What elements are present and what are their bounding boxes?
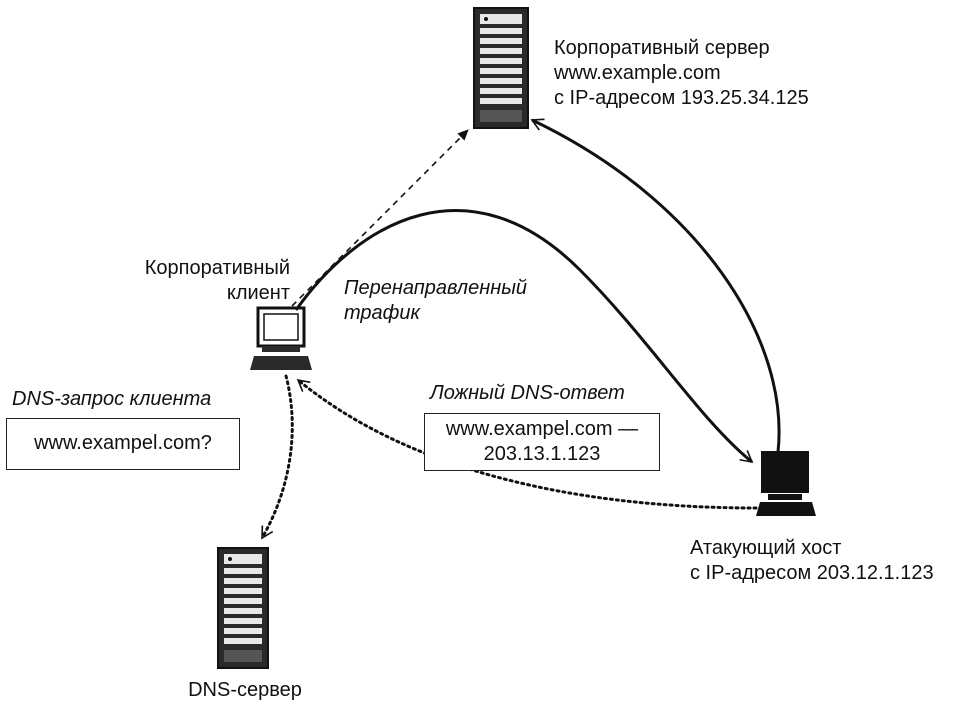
attacker-to-server-arrow <box>530 118 781 453</box>
corporate-server-icon <box>473 7 529 129</box>
fake-dns-response-box: www.exampel.com — 203.13.1.123 <box>424 413 660 471</box>
dns-server-icon <box>217 547 269 669</box>
corporate-client-label: Корпоративный клиент <box>110 256 290 306</box>
corporate-server-label: Корпоративный сервер www.example.com с I… <box>554 36 809 111</box>
attacker-computer-icon <box>756 451 816 516</box>
redirected-traffic-label: Перенаправленный трафик <box>344 276 527 326</box>
redirected-traffic-line1: Перенаправленный <box>344 277 528 299</box>
corporate-server-name: Корпоративный сервер <box>554 37 770 59</box>
intended-traffic-line <box>291 129 469 307</box>
dns-query-title: DNS-запрос клиента <box>12 388 212 410</box>
redirected-traffic-arrow <box>294 209 754 464</box>
attacker-line2: с IP-адресом 203.12.1.123 <box>690 562 934 584</box>
fake-dns-response-line1: www.exampel.com — <box>445 418 639 440</box>
attacker-line1: Атакующий хост <box>690 537 842 559</box>
corporate-server-domain: www.example.com <box>554 62 721 84</box>
dns-query-arrow <box>260 374 294 540</box>
corporate-client-line1: Корпоративный <box>144 257 290 279</box>
fake-dns-response-title: Ложный DNS-ответ <box>430 382 625 404</box>
dns-query-box: www.exampel.com? <box>6 418 240 470</box>
client-computer-icon <box>250 306 312 370</box>
redirected-traffic-line2: трафик <box>344 302 420 324</box>
dns-query-text: www.exampel.com? <box>34 432 212 454</box>
corporate-server-ip: с IP-адресом 193.25.34.125 <box>554 87 809 109</box>
attacker-label: Атакующий хост с IP-адресом 203.12.1.123 <box>690 536 934 586</box>
fake-dns-response-arrow <box>296 378 758 510</box>
corporate-client-line2: клиент <box>226 282 290 304</box>
fake-dns-response-line2: 203.13.1.123 <box>483 443 601 465</box>
dns-server-label: DNS-сервер <box>188 679 302 701</box>
